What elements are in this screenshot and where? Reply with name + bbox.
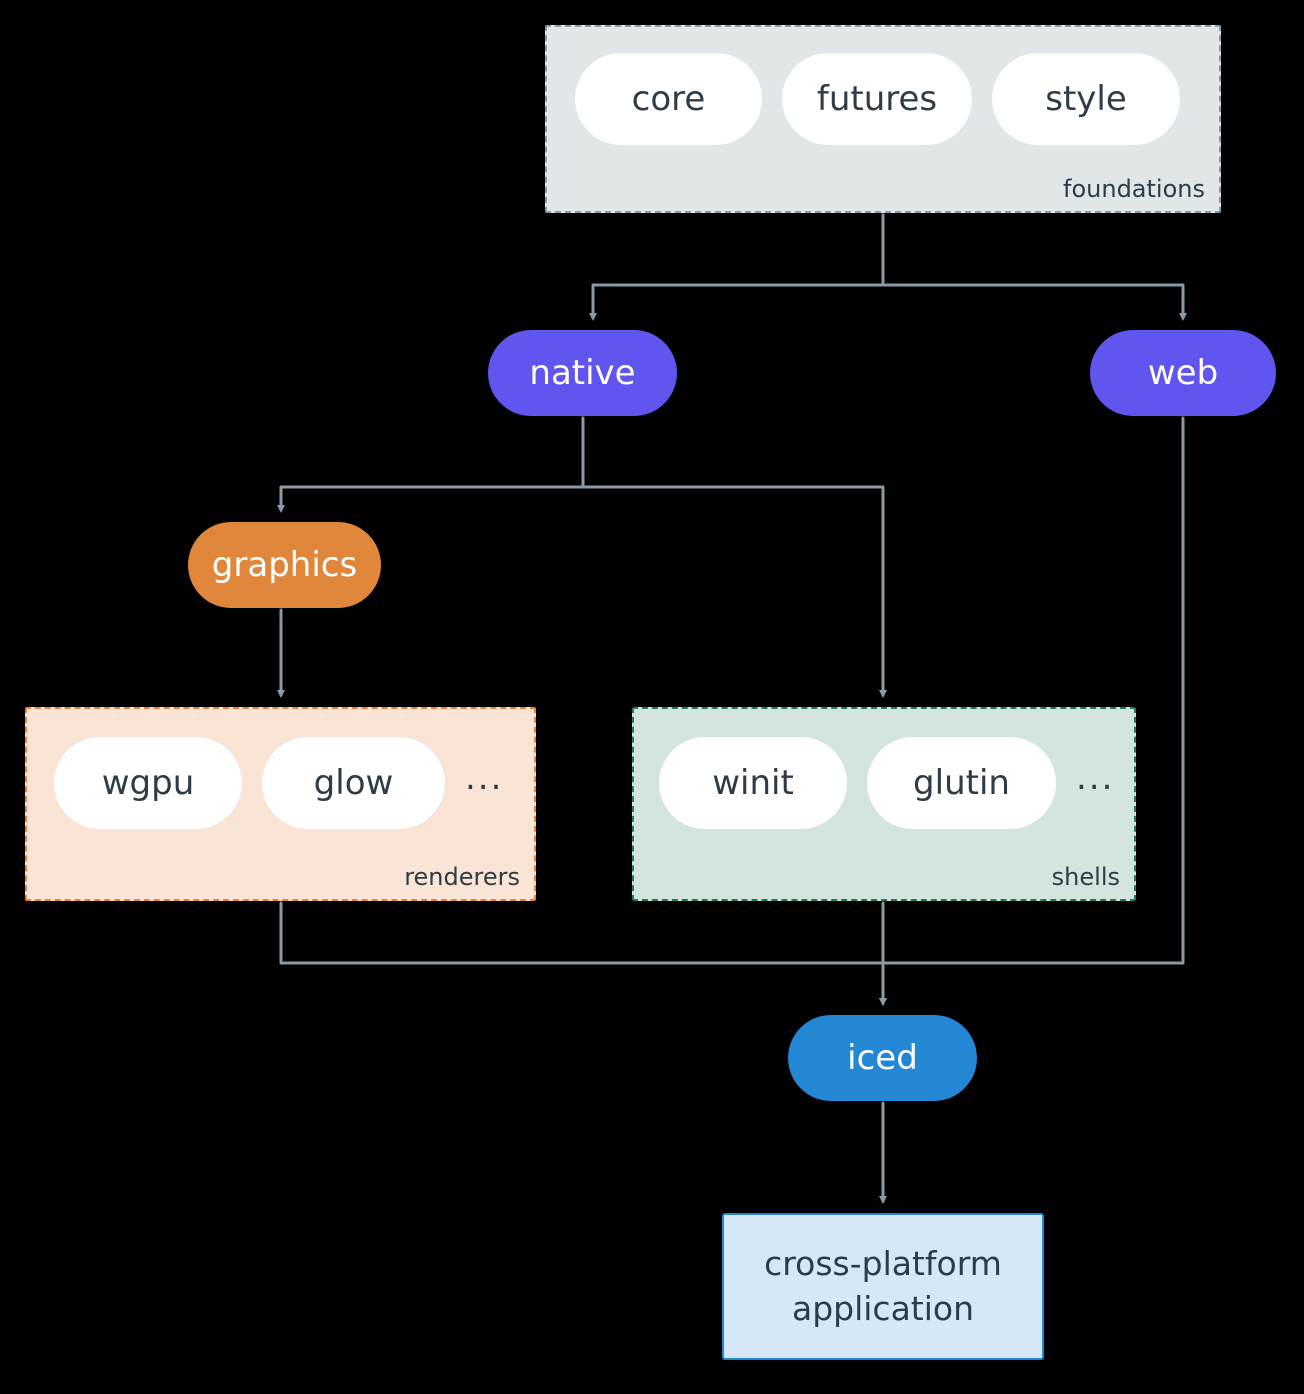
node-style-label: style bbox=[1045, 79, 1127, 119]
cluster-foundations-label: foundations bbox=[1063, 175, 1205, 203]
application-label-line1: cross-platform bbox=[764, 1243, 1002, 1283]
cluster-foundations: core futures style foundations bbox=[545, 25, 1221, 213]
node-native[interactable]: native bbox=[488, 330, 677, 416]
cluster-shells-label: shells bbox=[1051, 863, 1120, 891]
node-wgpu-label: wgpu bbox=[101, 763, 195, 803]
node-graphics-label: graphics bbox=[211, 545, 358, 585]
edge-renderers-to-iced bbox=[279, 901, 887, 1006]
node-web[interactable]: web bbox=[1090, 330, 1276, 416]
renderers-children: wgpu glow ... bbox=[54, 737, 503, 829]
node-winit-label: winit bbox=[712, 763, 794, 803]
cluster-shells: winit glutin ... shells bbox=[632, 707, 1136, 901]
application-label-line2: application bbox=[791, 1288, 975, 1328]
node-core-label: core bbox=[631, 79, 706, 119]
edge-native-to-shells bbox=[581, 416, 887, 698]
node-style[interactable]: style bbox=[992, 53, 1180, 145]
node-core[interactable]: core bbox=[575, 53, 762, 145]
node-glutin[interactable]: glutin bbox=[867, 737, 1056, 829]
node-wgpu[interactable]: wgpu bbox=[54, 737, 242, 829]
edge-foundations-to-native bbox=[589, 213, 885, 321]
node-web-label: web bbox=[1147, 353, 1219, 393]
edge-foundations-to-web bbox=[881, 213, 1187, 321]
cluster-renderers-label: renderers bbox=[404, 863, 520, 891]
node-iced-label: iced bbox=[847, 1038, 918, 1078]
foundations-children: core futures style bbox=[575, 53, 1180, 145]
node-glutin-label: glutin bbox=[913, 763, 1010, 803]
edge-native-to-graphics bbox=[277, 416, 585, 513]
node-futures-label: futures bbox=[816, 79, 938, 119]
node-graphics[interactable]: graphics bbox=[188, 522, 381, 608]
node-winit[interactable]: winit bbox=[659, 737, 847, 829]
cluster-renderers: wgpu glow ... renderers bbox=[25, 707, 536, 901]
renderers-more-ellipsis: ... bbox=[465, 758, 504, 798]
node-futures[interactable]: futures bbox=[782, 53, 972, 145]
shells-children: winit glutin ... bbox=[659, 737, 1114, 829]
node-native-label: native bbox=[529, 353, 636, 393]
node-glow-label: glow bbox=[313, 763, 394, 803]
shells-more-ellipsis: ... bbox=[1076, 758, 1115, 798]
node-iced[interactable]: iced bbox=[788, 1015, 977, 1101]
node-cross-platform-application[interactable]: cross-platform application bbox=[722, 1213, 1044, 1360]
node-glow[interactable]: glow bbox=[262, 737, 445, 829]
